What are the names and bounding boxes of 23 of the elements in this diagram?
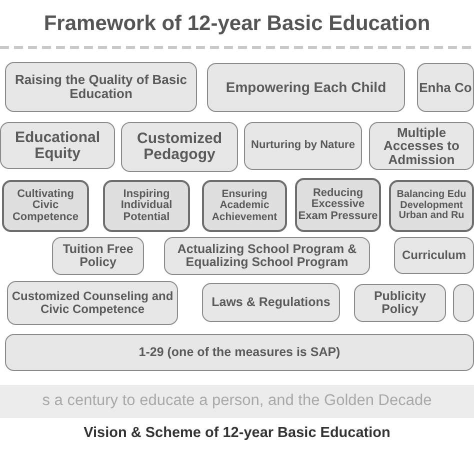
category-box: Curriculum xyxy=(394,237,474,274)
category-box: Empowering Each Child xyxy=(207,63,405,112)
goal-box: Cultivating Civic Competence xyxy=(2,180,89,232)
motto-band: s a century to educate a person, and the Golden Decade xyxy=(0,385,474,418)
goal-box: Reducing Excessive Exam Pressure xyxy=(295,178,381,232)
goal-box: Inspiring Individual Potential xyxy=(103,180,190,232)
goal-box: Balancing Edu Development Urban and Ru xyxy=(389,180,474,232)
category-box: Educational Equity xyxy=(0,122,115,169)
category-box: Enha Co xyxy=(417,63,474,112)
diagram-title: Framework of 12-year Basic Education xyxy=(42,12,432,36)
category-box: Tuition Free Policy xyxy=(52,237,144,275)
caption: Vision & Scheme of 12-year Basic Education xyxy=(82,425,392,441)
category-box: 1-29 (one of the measures is SAP) xyxy=(5,334,474,371)
category-box: Publicity Policy xyxy=(354,284,446,322)
category-box: Nurturing by Nature xyxy=(244,122,362,170)
category-box: Raising the Quality of Basic Education xyxy=(5,62,197,112)
goal-box: Ensuring Academic Achievement xyxy=(202,180,287,232)
category-box: Laws & Regulations xyxy=(202,283,340,322)
category-box: Multiple Accesses to Admission xyxy=(369,122,474,170)
category-box: Customized Pedagogy xyxy=(121,122,238,172)
category-box: Customized Counseling and Civic Competence xyxy=(7,281,178,325)
category-box: Actualizing School Program & Equalizing School Program xyxy=(164,237,370,275)
empty-box xyxy=(453,284,474,322)
